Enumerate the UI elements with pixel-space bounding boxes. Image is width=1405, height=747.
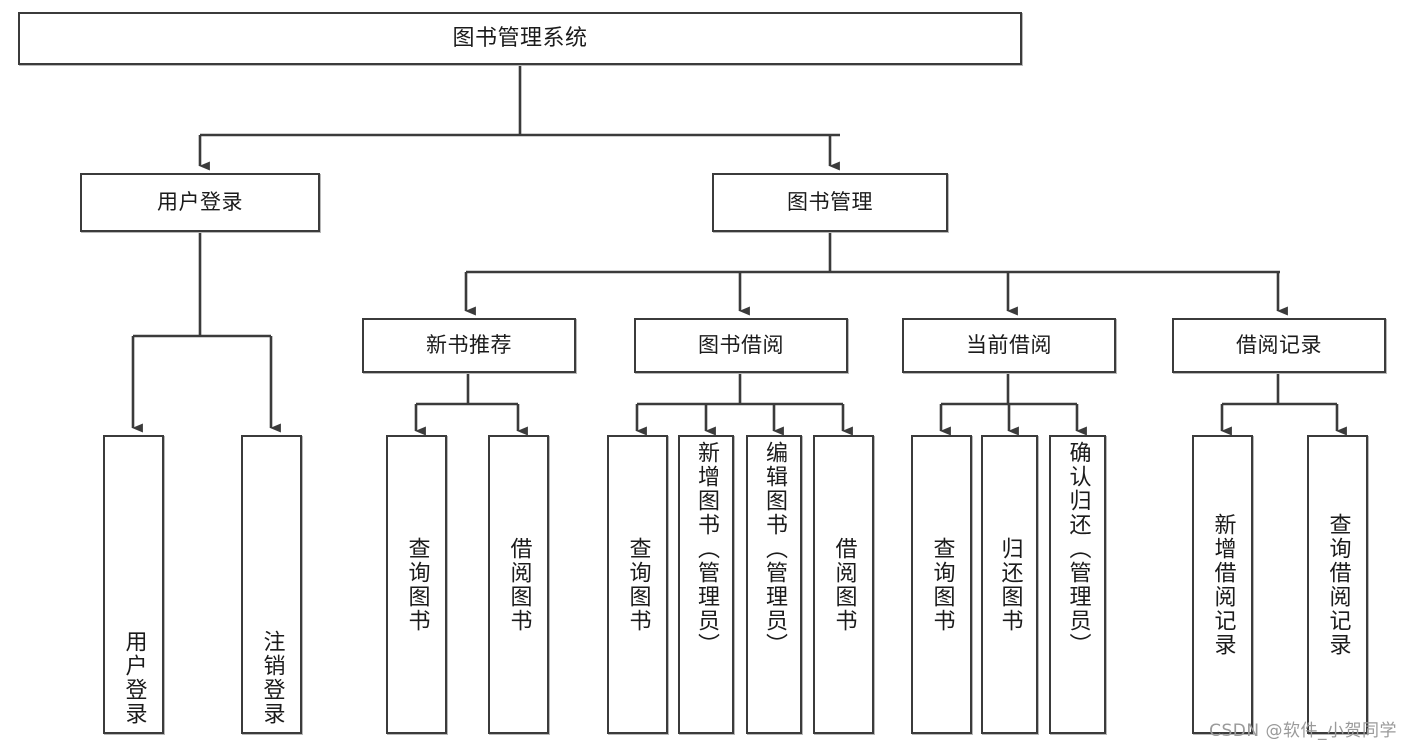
node-label: 查询借阅记录 — [1325, 512, 1351, 657]
node-label: 查询图书 — [404, 536, 430, 633]
node-label: 用户登录 — [157, 190, 243, 215]
node-label: 借阅记录 — [1236, 333, 1322, 358]
node-label: 借阅图书 — [831, 536, 857, 633]
node-label: 归还图书 — [997, 536, 1023, 633]
node-borrow-record[interactable]: 借阅记录 — [1172, 318, 1386, 373]
node-label: 当前借阅 — [966, 333, 1052, 358]
leaf-borrow-book[interactable]: 借阅图书 — [813, 435, 874, 734]
leaf-logout-login[interactable]: 注销登录 — [241, 435, 302, 734]
node-label: 新增借阅记录 — [1210, 512, 1236, 657]
node-label: 查询图书 — [625, 536, 651, 633]
node-label: 图书管理系统 — [452, 25, 588, 51]
node-label: 图书管理 — [787, 190, 873, 215]
node-user-login[interactable]: 用户登录 — [80, 173, 320, 232]
leaf-add-borrow-record[interactable]: 新增借阅记录 — [1192, 435, 1253, 734]
leaf-query-borrow-record[interactable]: 查询借阅记录 — [1307, 435, 1368, 734]
node-book-management[interactable]: 图书管理 — [712, 173, 948, 232]
node-label: 新增图书（管理员） — [694, 441, 719, 657]
node-root-system[interactable]: 图书管理系统 — [18, 12, 1022, 65]
leaf-add-book-admin[interactable]: 新增图书（管理员） — [678, 435, 734, 734]
node-new-book-recommend[interactable]: 新书推荐 — [362, 318, 576, 373]
leaf-confirm-return-admin[interactable]: 确认归还（管理员） — [1049, 435, 1106, 734]
node-label: 借阅图书 — [506, 536, 532, 633]
node-label: 确认归还（管理员） — [1065, 441, 1091, 657]
leaf-query-book-current[interactable]: 查询图书 — [911, 435, 972, 734]
node-label: 用户登录 — [121, 630, 147, 726]
node-label: 编辑图书（管理员） — [762, 441, 787, 657]
node-label: 新书推荐 — [426, 333, 512, 358]
node-label: 图书借阅 — [698, 333, 784, 358]
leaf-user-login[interactable]: 用户登录 — [103, 435, 164, 734]
node-book-borrow[interactable]: 图书借阅 — [634, 318, 848, 373]
node-current-borrow[interactable]: 当前借阅 — [902, 318, 1116, 373]
leaf-query-book-recommend[interactable]: 查询图书 — [386, 435, 447, 734]
leaf-edit-book-admin[interactable]: 编辑图书（管理员） — [746, 435, 802, 734]
leaf-query-book-borrow[interactable]: 查询图书 — [607, 435, 668, 734]
leaf-borrow-book-recommend[interactable]: 借阅图书 — [488, 435, 549, 734]
node-label: 查询图书 — [929, 536, 955, 633]
leaf-return-book[interactable]: 归还图书 — [981, 435, 1038, 734]
node-label: 注销登录 — [259, 630, 285, 726]
